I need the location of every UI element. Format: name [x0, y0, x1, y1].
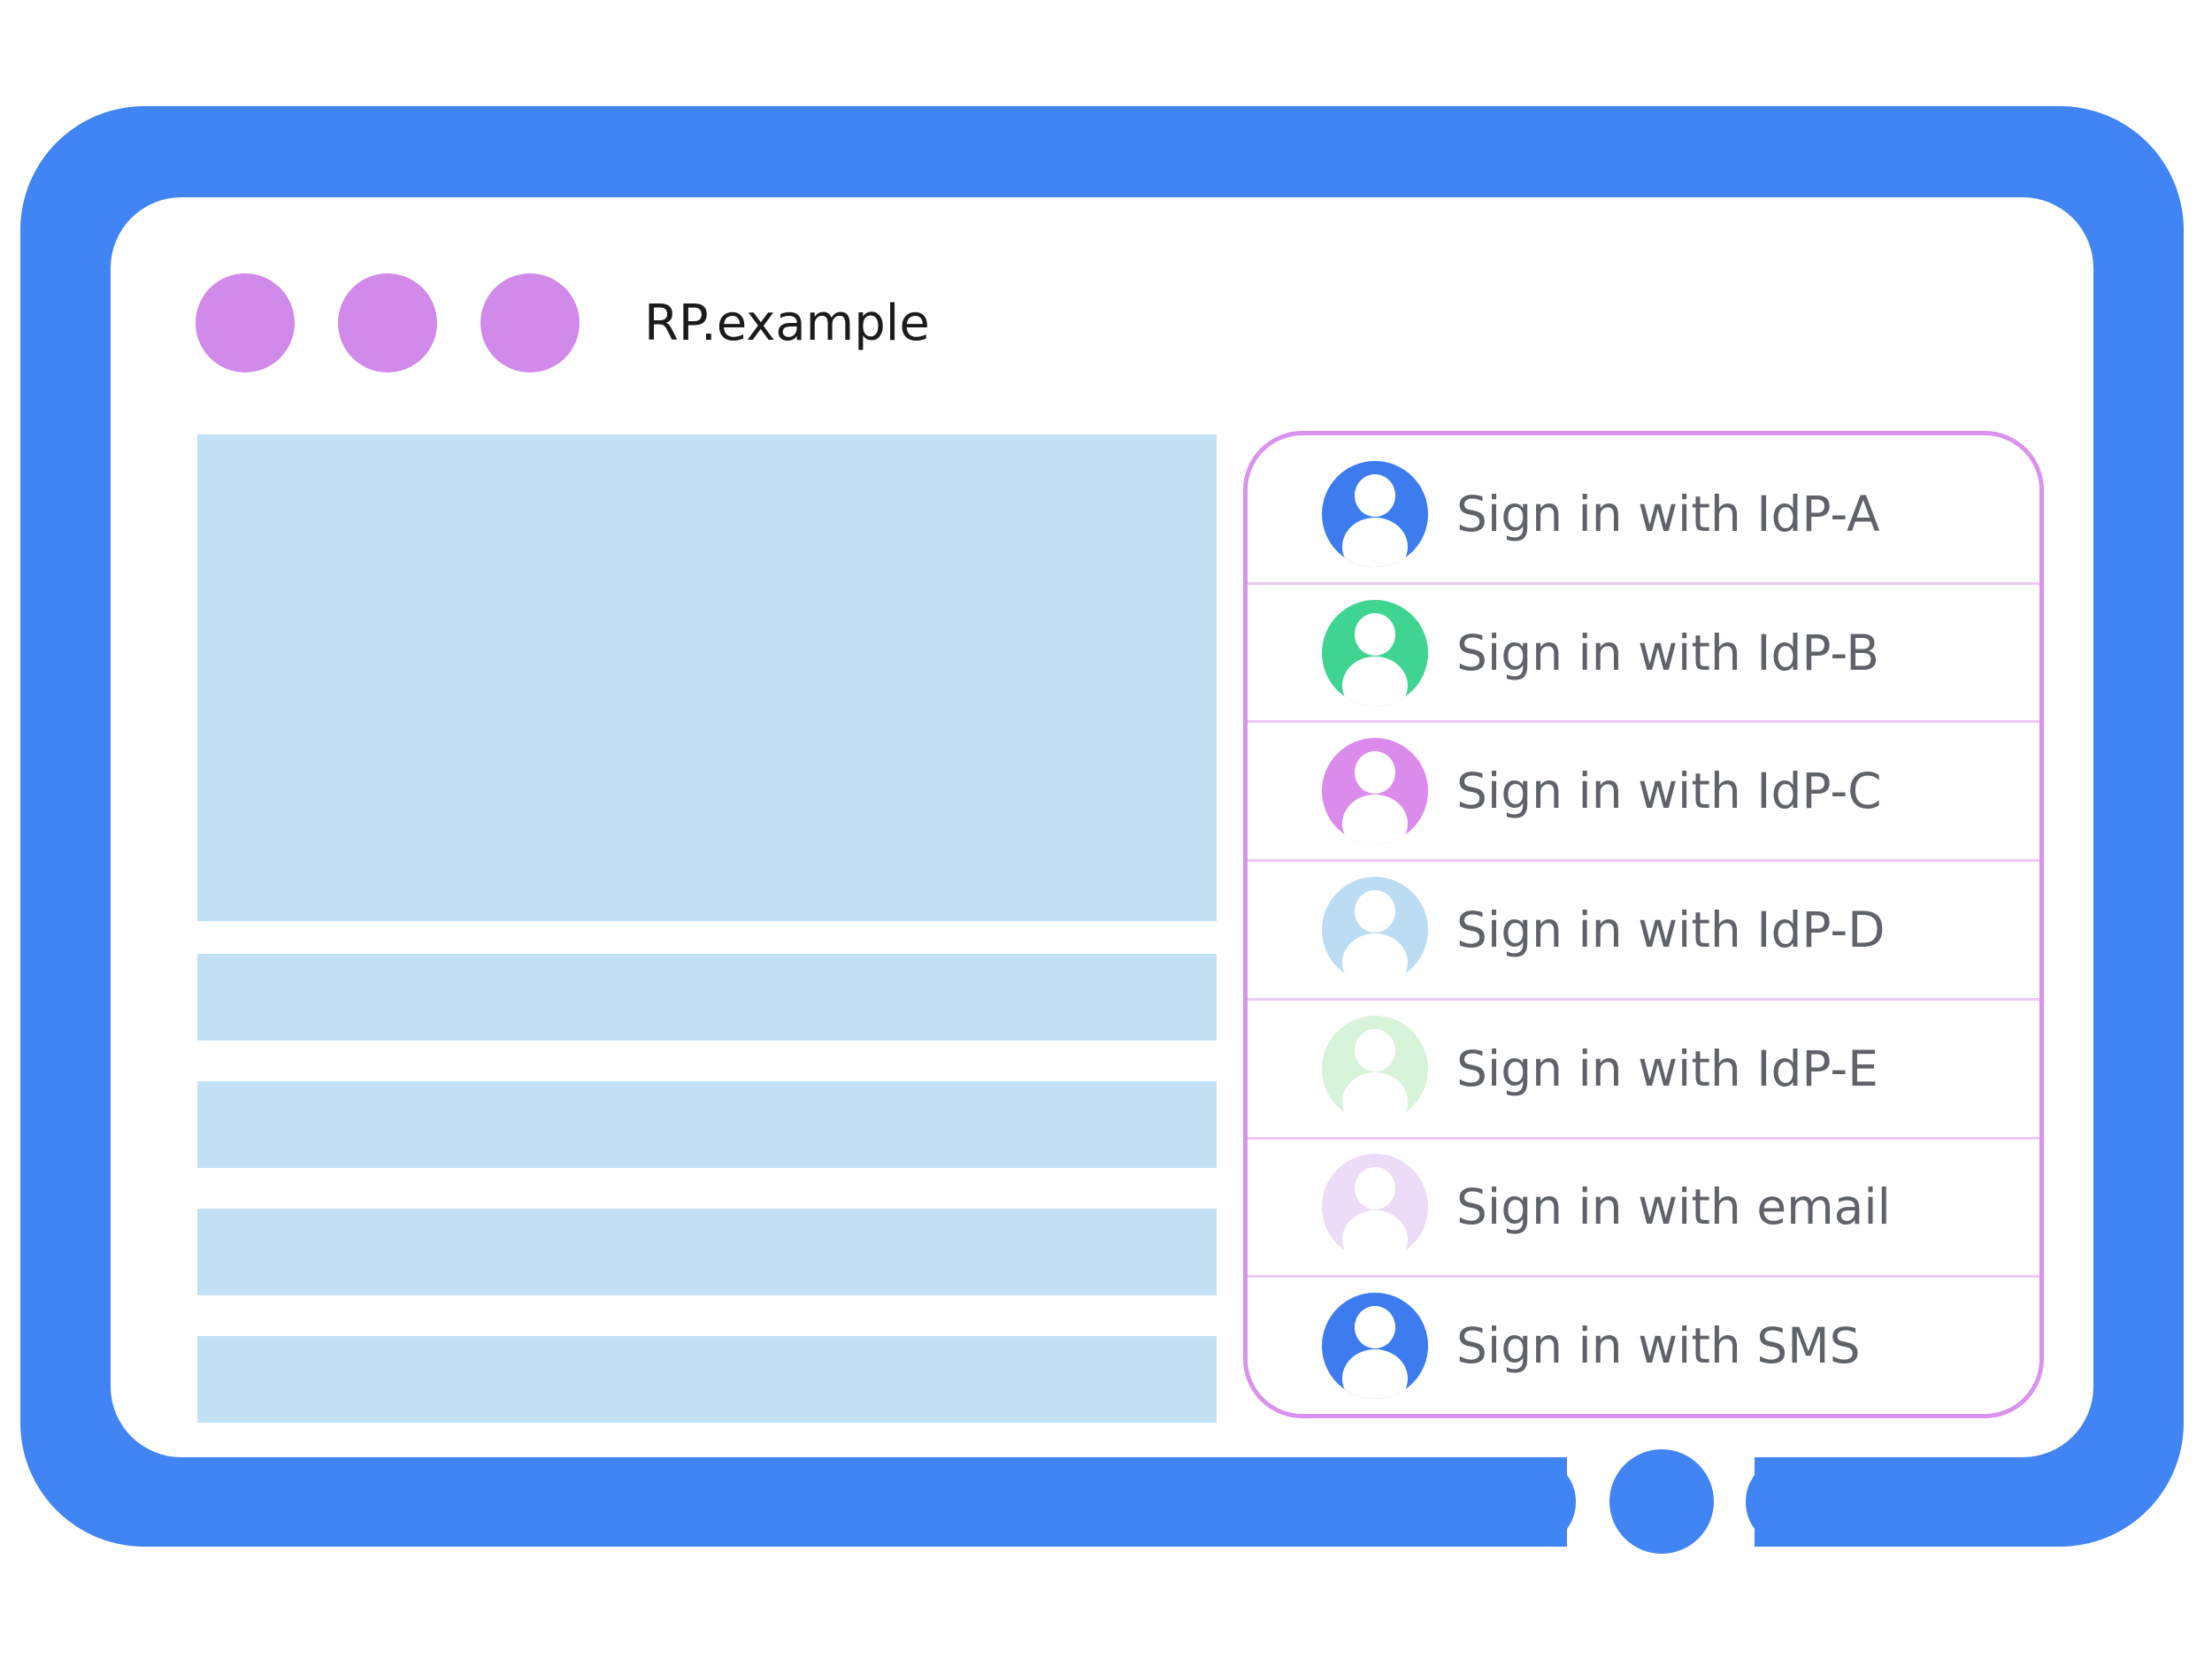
person-icon [1322, 460, 1428, 567]
person-icon [1322, 1293, 1428, 1400]
signin-option-label: Sign in with IdP-D [1456, 902, 1886, 959]
signin-option-idp-b[interactable]: Sign in with IdP-B [1248, 585, 2039, 724]
window-dot-icon [480, 273, 580, 373]
window-dot-icon [338, 273, 437, 373]
person-icon [1322, 877, 1428, 984]
hero-placeholder [197, 434, 1217, 921]
signin-option-label: Sign in with IdP-A [1456, 485, 1880, 542]
text-bar-placeholder [197, 1081, 1217, 1168]
person-icon [1322, 738, 1428, 845]
signin-option-idp-a[interactable]: Sign in with IdP-A [1248, 446, 2039, 585]
signin-option-label: Sign in with IdP-B [1456, 624, 1879, 681]
page-title: RP.example [644, 294, 930, 352]
bezel-bar-right-end [1746, 1457, 1852, 1547]
signin-option-label: Sign in with IdP-E [1456, 1040, 1878, 1097]
signin-option-label: Sign in with email [1456, 1179, 1891, 1236]
signin-option-label: Sign in with SMS [1456, 1317, 1861, 1375]
signin-option-idp-d[interactable]: Sign in with IdP-D [1248, 862, 2039, 1001]
signin-option-label: Sign in with IdP-C [1456, 763, 1882, 820]
text-bar-placeholder [197, 954, 1217, 1041]
bezel-bar-left-end [1470, 1457, 1576, 1547]
home-button[interactable] [1609, 1449, 1714, 1554]
person-icon [1322, 599, 1428, 706]
person-icon [1322, 1154, 1428, 1261]
signin-option-sms[interactable]: Sign in with SMS [1248, 1278, 2039, 1414]
signin-panel: Sign in with IdP-A Sign in with IdP-B Si… [1243, 431, 2044, 1418]
signin-option-email[interactable]: Sign in with email [1248, 1140, 2039, 1279]
signin-option-idp-c[interactable]: Sign in with IdP-C [1248, 723, 2039, 863]
text-bar-placeholder [197, 1209, 1217, 1295]
signin-option-idp-e[interactable]: Sign in with IdP-E [1248, 1001, 2039, 1140]
text-bar-placeholder [197, 1336, 1217, 1423]
window-dot-icon [196, 273, 295, 373]
person-icon [1322, 1015, 1428, 1122]
